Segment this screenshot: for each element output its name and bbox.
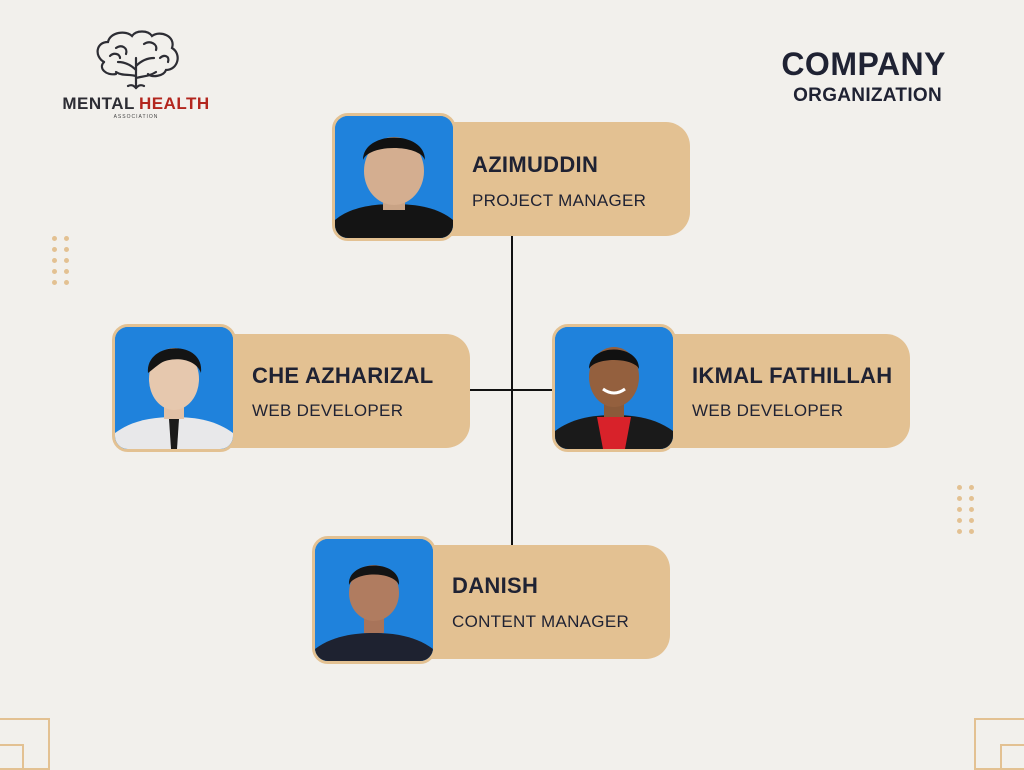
org-card-web-developer-left: CHE AZHARIZAL WEB DEVELOPER <box>228 334 470 448</box>
logo-subtitle: ASSOCIATION <box>113 114 159 120</box>
member-photo-azimuddin <box>332 113 456 241</box>
member-photo-danish <box>312 536 436 664</box>
corner-frame-inner-bottom-left <box>0 744 24 770</box>
member-photo-che-azharizal <box>112 324 236 452</box>
logo-word-mental: MENTAL <box>62 94 135 113</box>
member-photo-ikmal-fathillah <box>552 324 676 452</box>
connector-horizontal <box>470 389 554 391</box>
member-name: AZIMUDDIN <box>472 152 599 177</box>
org-card-web-developer-right: IKMAL FATHILLAH WEB DEVELOPER <box>668 334 910 448</box>
page-title: COMPANY <box>781 46 946 82</box>
org-card-project-manager: AZIMUDDIN PROJECT MANAGER <box>448 122 690 236</box>
decorative-dots-right <box>957 485 975 534</box>
member-name: DANISH <box>452 573 539 598</box>
member-name: CHE AZHARIZAL <box>252 363 434 388</box>
brain-tree-icon <box>96 30 179 90</box>
connector-vertical <box>511 236 513 546</box>
member-role: CONTENT MANAGER <box>452 612 630 631</box>
org-card-content-manager: DANISH CONTENT MANAGER <box>428 545 670 659</box>
decorative-dots-left <box>52 236 70 285</box>
logo-word-health: HEALTH <box>138 94 210 113</box>
member-role: WEB DEVELOPER <box>252 401 404 420</box>
member-role: WEB DEVELOPER <box>692 401 844 420</box>
member-name: IKMAL FATHILLAH <box>692 363 893 388</box>
member-role: PROJECT MANAGER <box>472 191 647 210</box>
page-subtitle: ORGANIZATION <box>793 85 942 106</box>
corner-frame-inner-bottom-right <box>1000 744 1024 770</box>
